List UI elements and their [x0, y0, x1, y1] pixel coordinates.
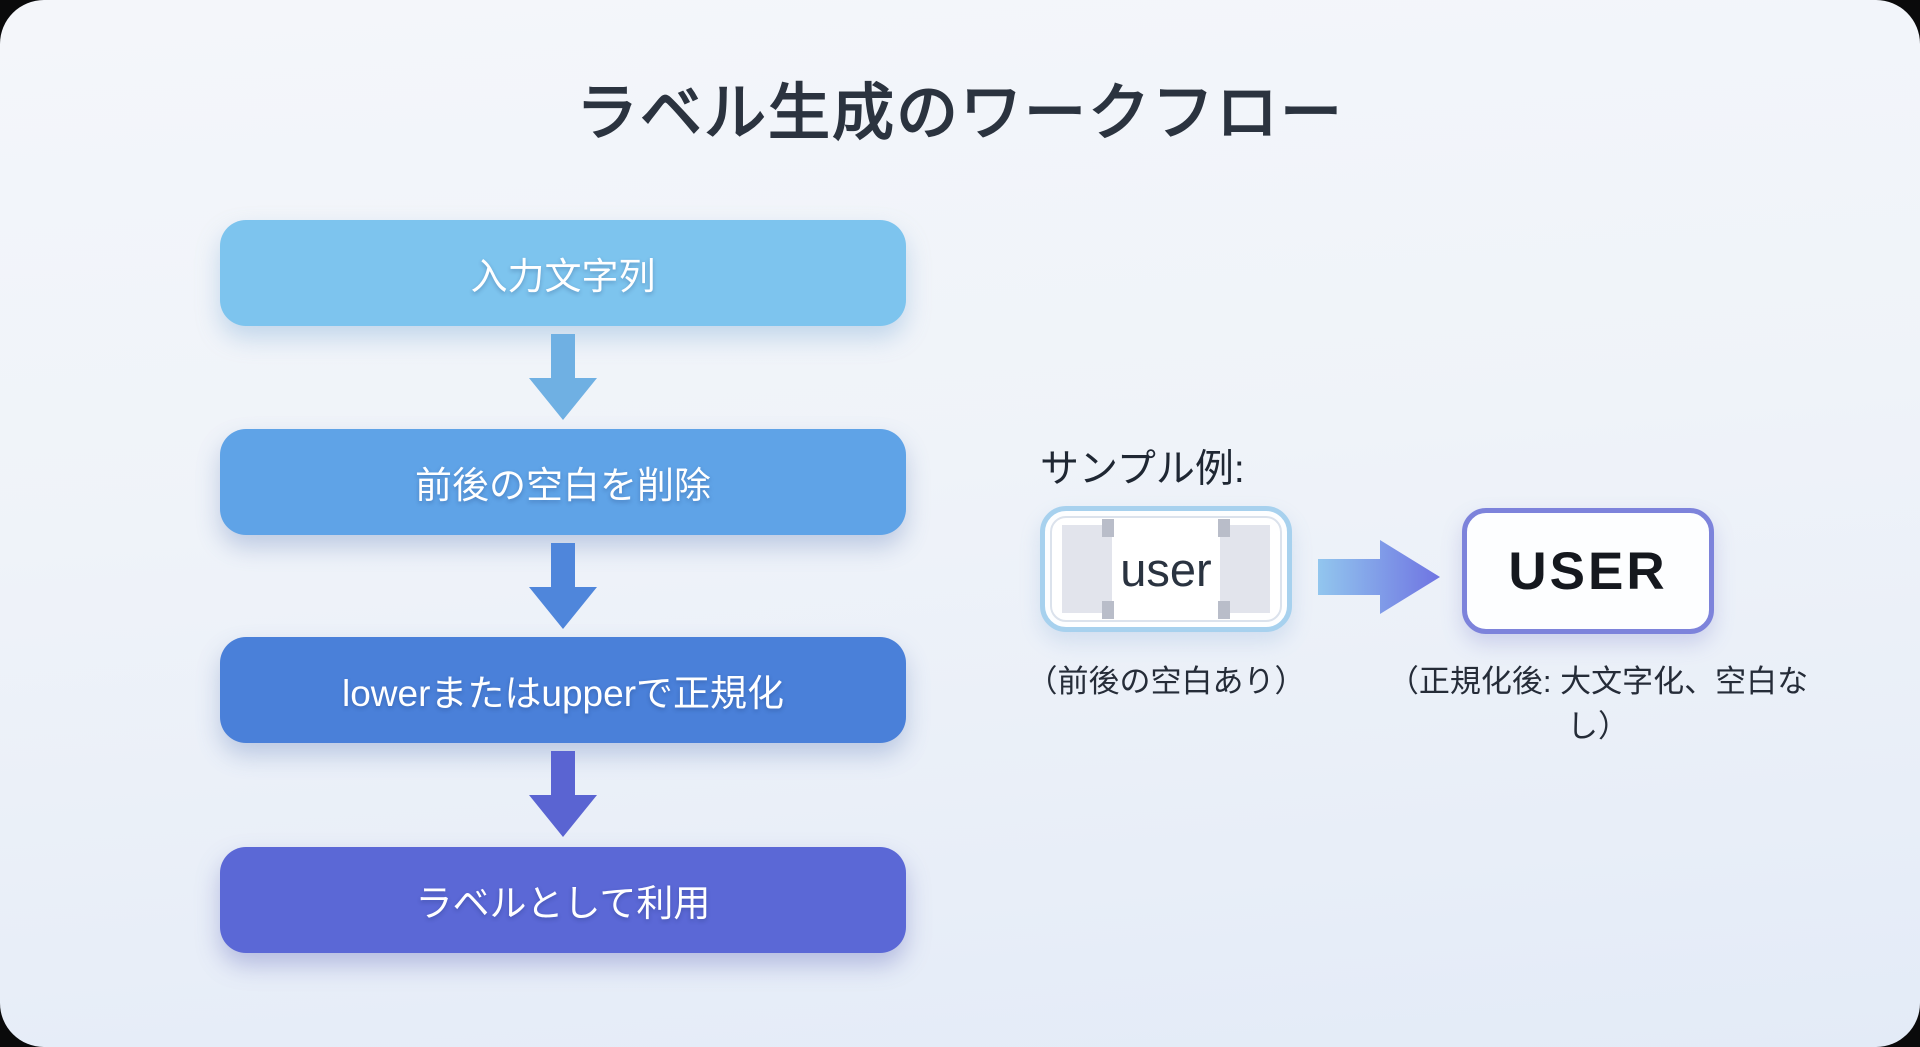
sample-heading: サンプル例:: [1040, 448, 1245, 491]
flow-step-label: lowerまたはupperで正規化: [341, 673, 785, 714]
whitespace-marker-right: [1217, 519, 1270, 619]
sample-after-box: USER: [1462, 508, 1714, 634]
sample-before-text: user: [1120, 542, 1212, 596]
flow-step-input: 入力文字列: [220, 220, 906, 326]
sample-before-inner: user: [1050, 516, 1282, 622]
sample-before-box: user: [1040, 506, 1292, 632]
flow-step-use-as-label: ラベルとして利用: [220, 847, 906, 953]
flow-step-label: ラベルとして利用: [415, 883, 711, 924]
right-arrow-icon: [1318, 540, 1440, 614]
flow-step-label: 前後の空白を削除: [415, 465, 711, 506]
sample-after-text: USER: [1508, 541, 1668, 601]
flow-step-normalize: lowerまたはupperで正規化: [220, 637, 906, 743]
sample-after-caption: （正規化後: 大文字化、空白なし）: [1387, 664, 1809, 744]
page-title: ラベル生成のワークフロー: [575, 79, 1344, 148]
down-arrow-icon: [529, 543, 597, 629]
down-arrow-icon: [529, 334, 597, 420]
flow-step-trim: 前後の空白を削除: [220, 429, 906, 535]
sample-before-caption: （前後の空白あり）: [1026, 664, 1306, 699]
down-arrow-icon: [529, 751, 597, 837]
whitespace-marker-left: [1062, 519, 1115, 619]
flow-step-label: 入力文字列: [470, 256, 656, 297]
